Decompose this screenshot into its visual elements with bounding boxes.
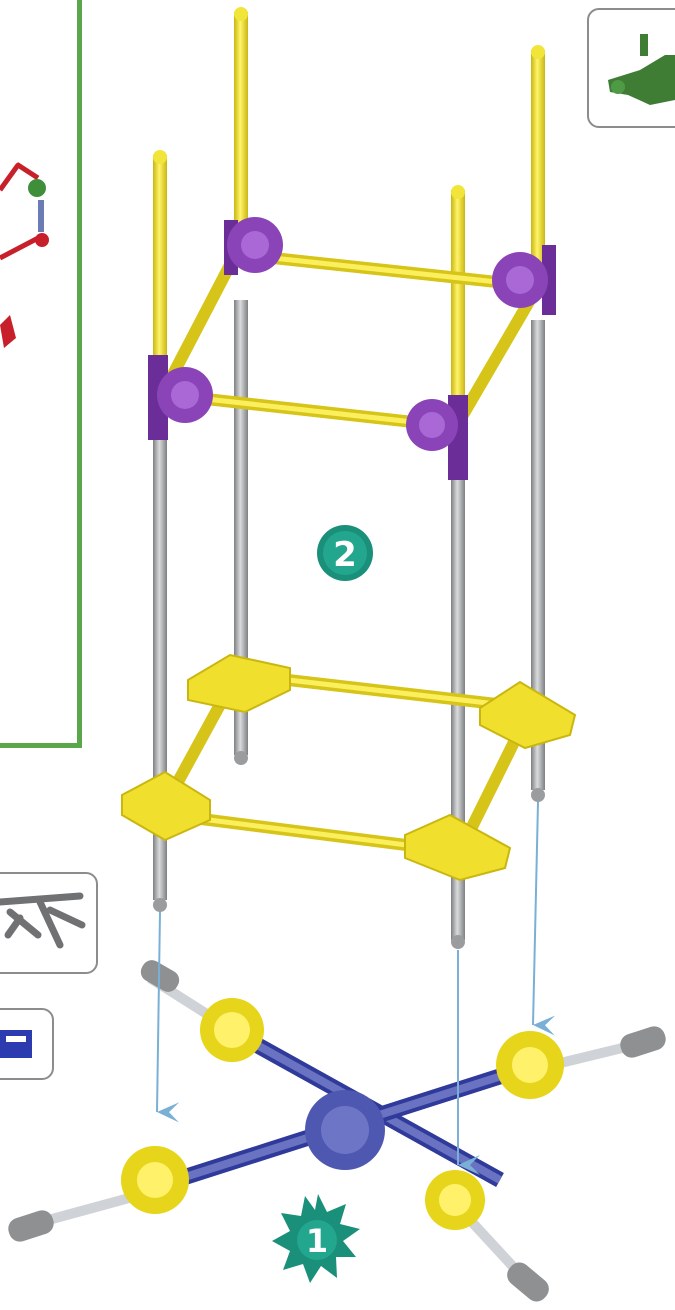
tower xyxy=(122,7,575,949)
step-2-badge: 2 xyxy=(317,525,373,581)
green-part-icon xyxy=(608,34,675,105)
red-model-preview xyxy=(0,160,49,348)
step-2-label: 2 xyxy=(333,535,357,575)
gray-connector-icon xyxy=(0,896,82,945)
step-1-label: 1 xyxy=(306,1222,328,1260)
purple-connector-icon xyxy=(0,1030,32,1058)
step-1-badge: 1 xyxy=(272,1194,360,1283)
